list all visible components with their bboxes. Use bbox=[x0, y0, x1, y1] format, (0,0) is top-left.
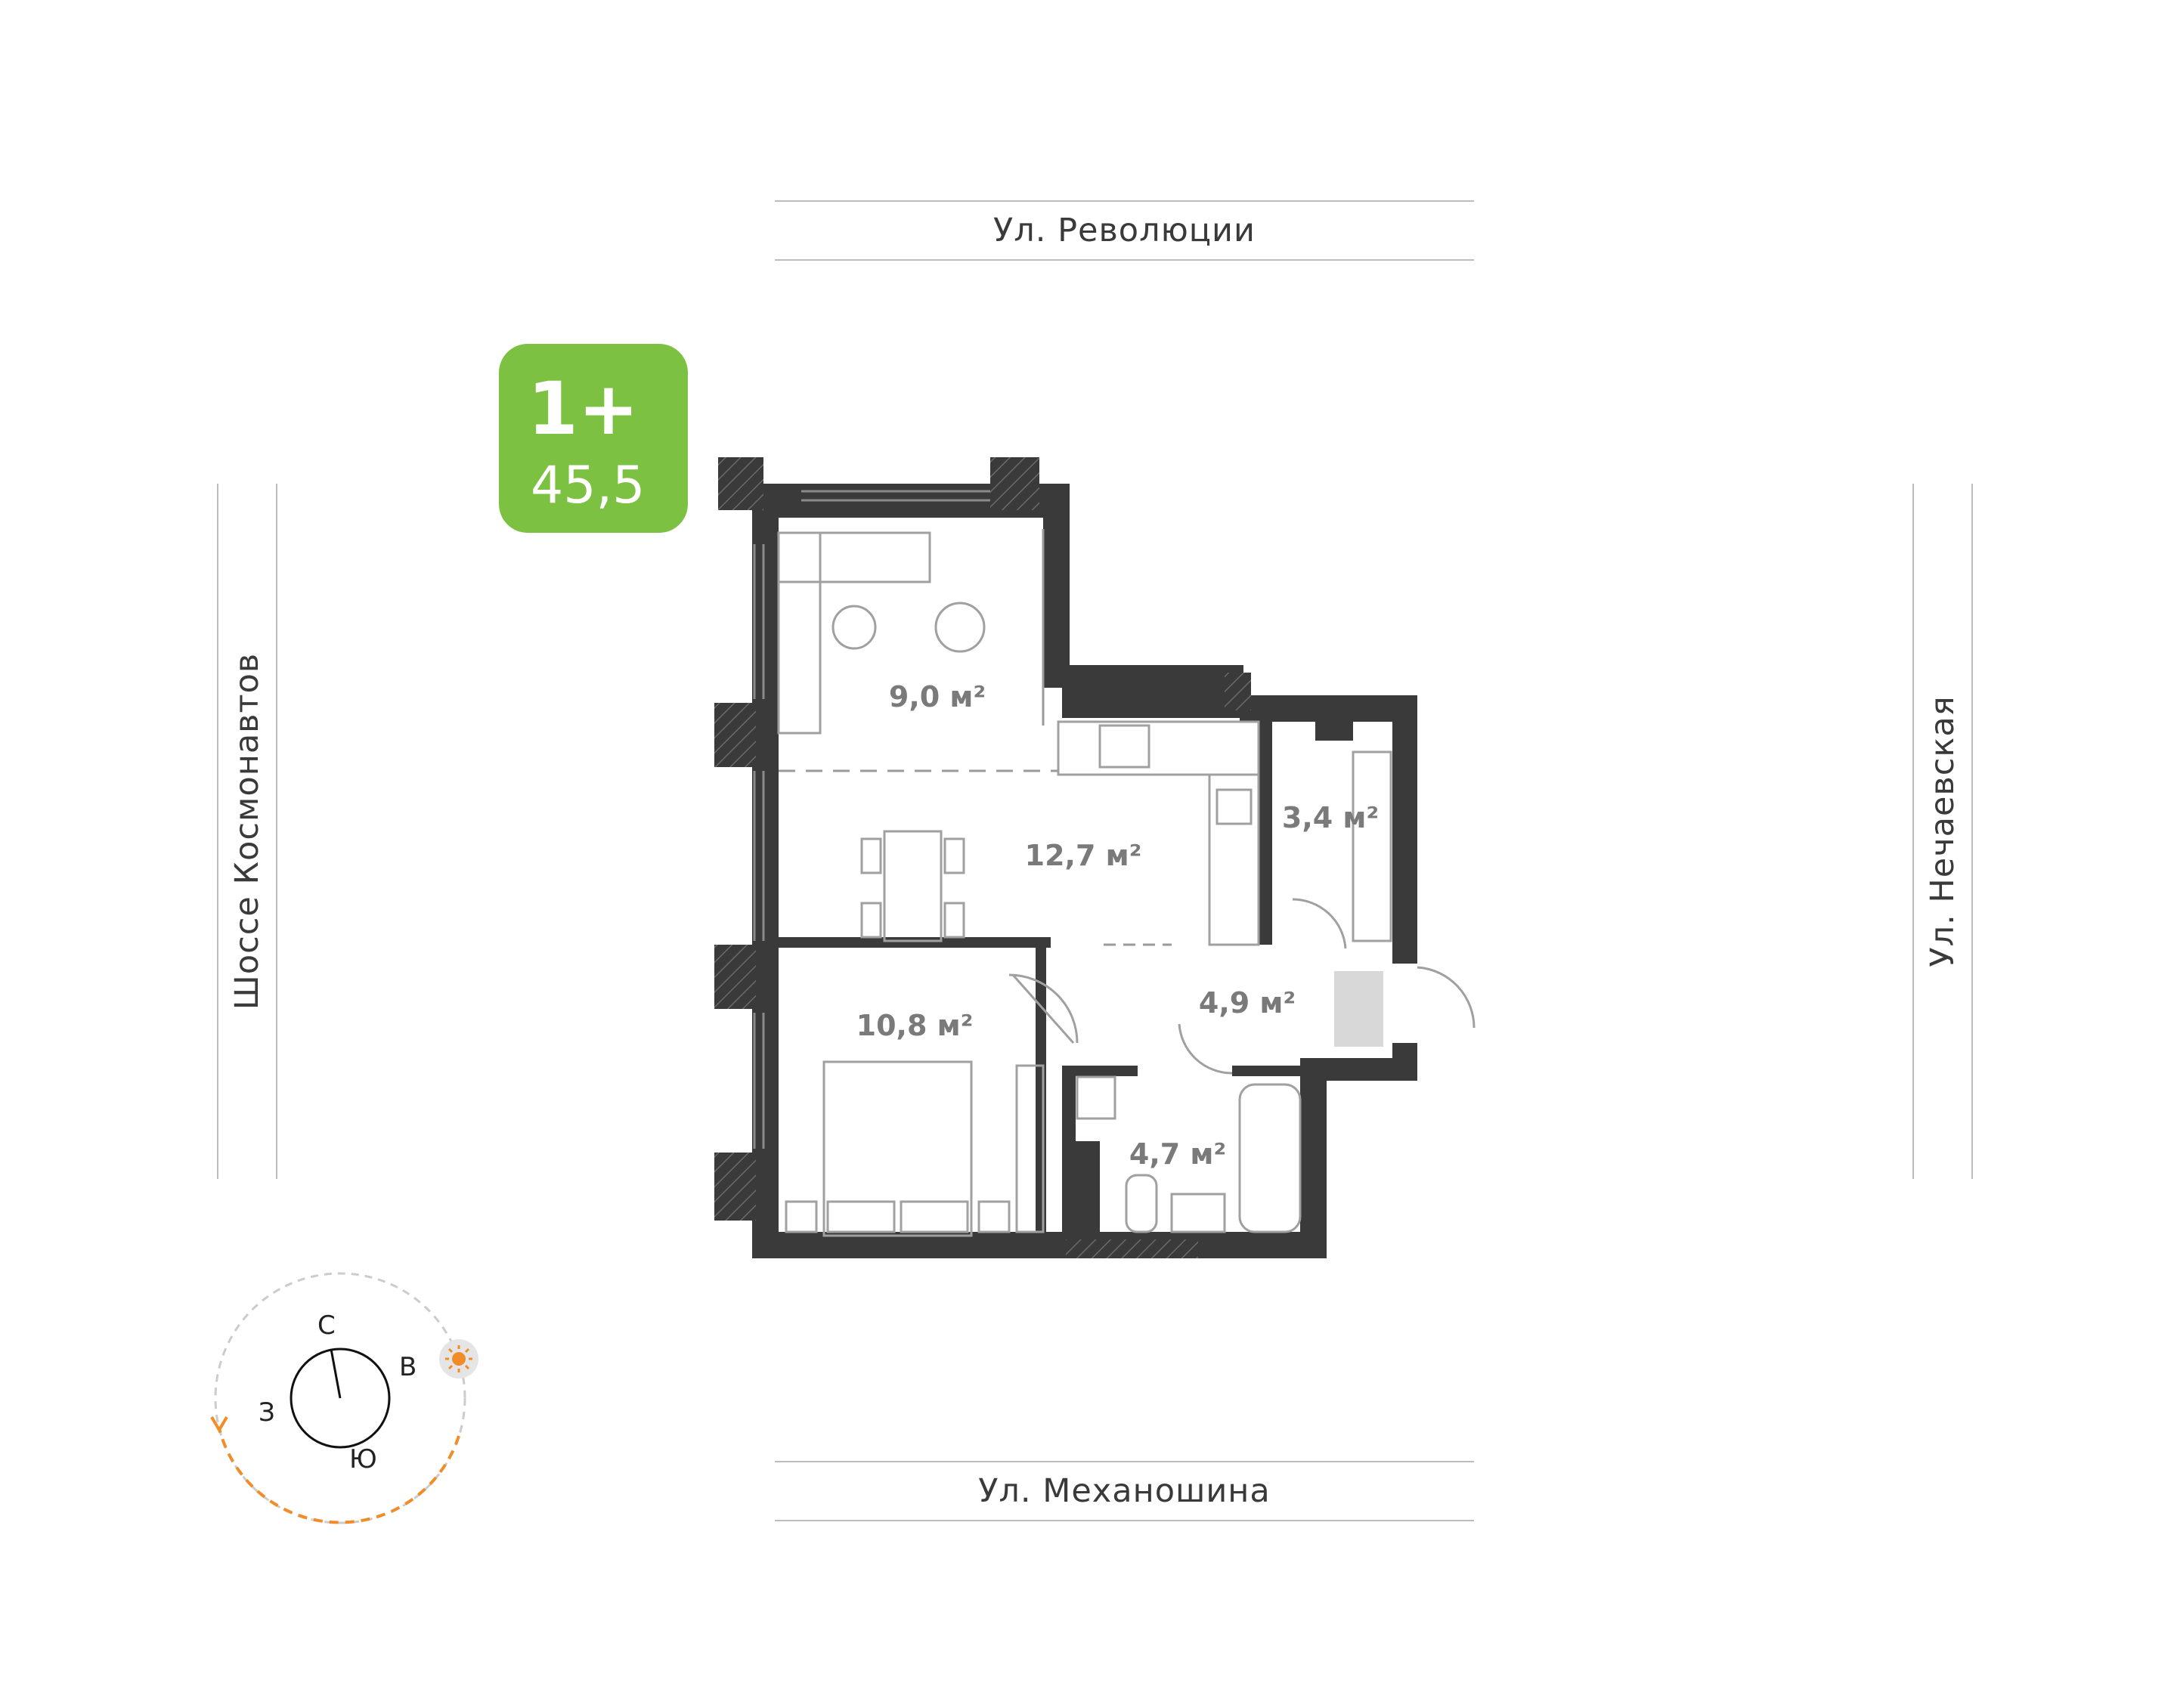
room-storage-area: 3,4 м² bbox=[1282, 801, 1379, 834]
furniture bbox=[777, 531, 1476, 1237]
bed-icon bbox=[822, 1060, 973, 1237]
room-bedroom-area: 10,8 м² bbox=[856, 1009, 974, 1042]
compass-west: З bbox=[259, 1397, 275, 1428]
compass-south: Ю bbox=[349, 1444, 377, 1474]
street-bottom-label: Ул. Механошина bbox=[978, 1472, 1271, 1510]
compass-east: В bbox=[399, 1352, 417, 1382]
street-top: Ул. Революции bbox=[775, 200, 1474, 261]
room-hall-area: 4,9 м² bbox=[1199, 986, 1296, 1020]
ball-icon bbox=[934, 602, 986, 653]
sun-path bbox=[218, 1428, 460, 1524]
sun-icon bbox=[439, 1339, 478, 1378]
street-right: Ул. Нечаевская bbox=[1912, 484, 1973, 1179]
rug-icon bbox=[1334, 971, 1383, 1047]
dining-table-icon bbox=[883, 830, 943, 942]
room-kitchen-area: 12,7 м² bbox=[1025, 839, 1142, 872]
street-left: Шоссе Космонавтов bbox=[217, 484, 277, 1179]
compass: С В Ю З bbox=[210, 1272, 478, 1524]
stove-icon bbox=[1098, 724, 1150, 769]
toilet-icon bbox=[1125, 1174, 1158, 1233]
arrow-icon bbox=[210, 1416, 228, 1433]
wall-hatching bbox=[714, 457, 1251, 1258]
washbasin-icon bbox=[1170, 1193, 1226, 1233]
sink-icon bbox=[1215, 788, 1253, 825]
bathtub-icon bbox=[1238, 1083, 1302, 1233]
sofa-icon bbox=[777, 531, 931, 583]
armchair-icon bbox=[831, 605, 877, 650]
door-swing-icon bbox=[1008, 973, 1079, 1044]
compass-north: С bbox=[317, 1310, 336, 1341]
room-living-area: 9,0 м² bbox=[889, 680, 986, 713]
badge-rooms: 1+ bbox=[528, 367, 639, 451]
badge-area: 45,5 bbox=[531, 456, 646, 515]
washer-icon bbox=[1076, 1075, 1116, 1120]
street-bottom: Ул. Механошина bbox=[775, 1461, 1474, 1521]
room-bathroom-area: 4,7 м² bbox=[1129, 1137, 1226, 1171]
apartment-badge: 1+ 45,5 bbox=[499, 344, 688, 533]
street-top-label: Ул. Революции bbox=[993, 212, 1256, 249]
windows bbox=[753, 490, 990, 1149]
interior-lines bbox=[779, 529, 1172, 946]
